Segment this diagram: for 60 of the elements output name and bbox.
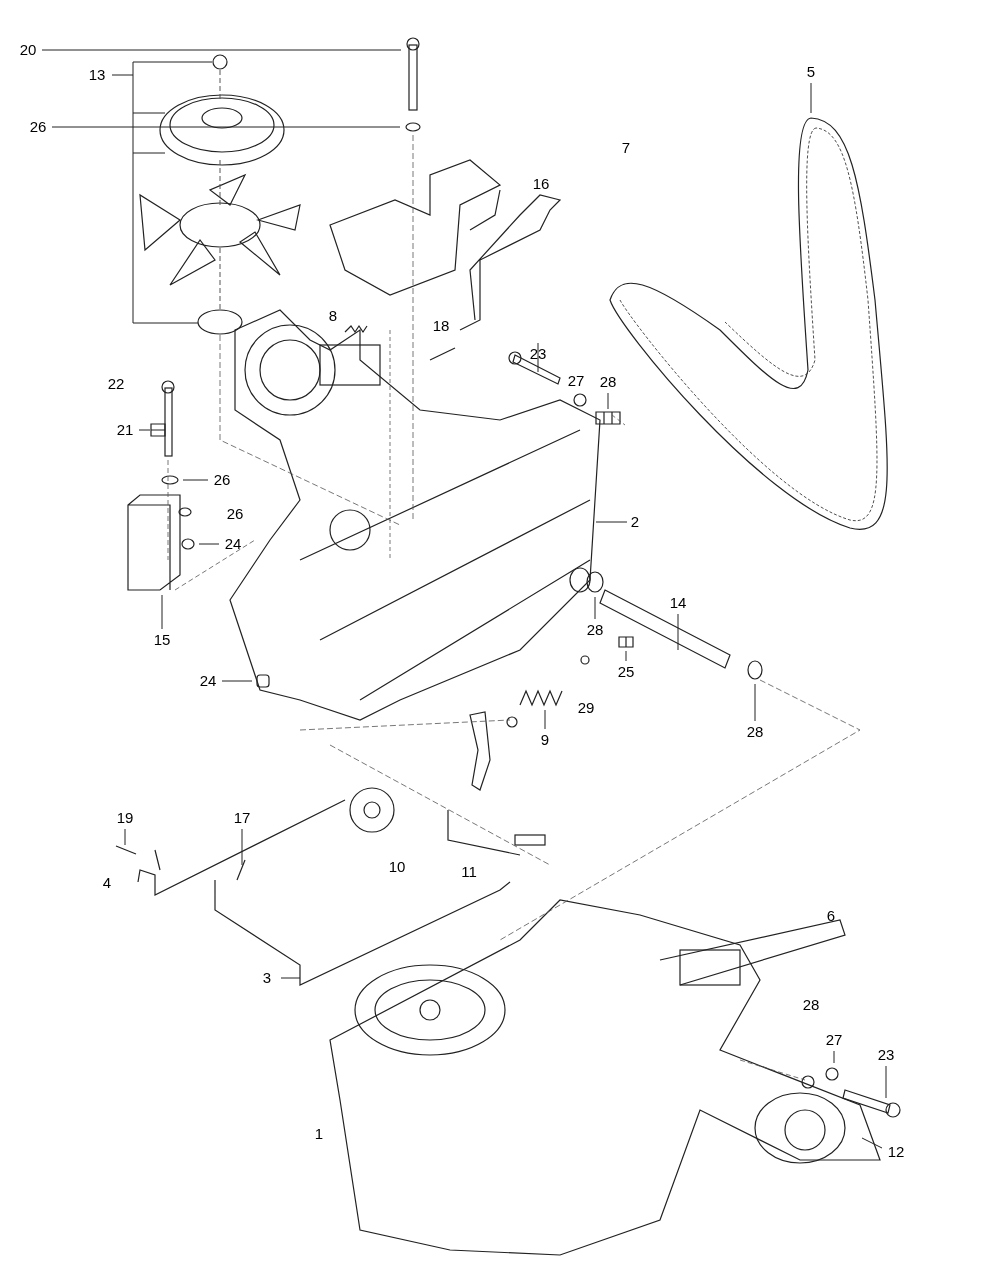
callout-number: 26 [209,470,235,490]
leader-line [221,680,253,682]
callout-number: 26 [225,504,245,524]
callout-number: 9 [532,730,558,750]
leader-line [861,1137,883,1149]
callout-number: 14 [665,593,691,613]
callout-number: 27 [566,371,586,391]
callout-number: 28 [595,372,621,392]
callout-number: 6 [825,906,837,926]
callout-number: 7 [620,138,632,158]
callout-number: 3 [254,968,280,988]
callout-number: 27 [821,1030,847,1050]
leader-line [885,1065,887,1099]
leader-line [111,61,213,324]
callout-number: 17 [229,808,255,828]
leader-line [161,594,163,630]
callout-number: 23 [525,344,551,364]
callout-number: 24 [220,534,246,554]
callout-number: 8 [327,306,339,326]
leader-line [537,342,539,373]
callout-number: 20 [15,40,41,60]
leader-line [594,596,596,620]
leader-line [51,126,401,128]
callout-number: 10 [387,857,407,877]
leader-line [754,683,756,722]
callout-number: 19 [112,808,138,828]
callout-number: 21 [112,420,138,440]
leader-line [280,977,301,979]
callout-number: 29 [576,698,596,718]
leader-line [833,1050,835,1064]
leader-line [241,828,243,866]
leader-line [677,613,679,651]
callout-number: 22 [106,374,126,394]
leader-line [124,828,126,846]
callout-number: 26 [25,117,51,137]
leader-line [544,709,546,730]
leader-line [182,479,209,481]
callout-number: 23 [873,1045,899,1065]
callout-number: 11 [460,862,478,882]
callout-number: 24 [195,671,221,691]
callout-number: 12 [883,1142,909,1162]
leader-line [138,429,151,431]
callout-number: 16 [531,174,551,194]
callout-number: 25 [613,662,639,682]
callout-number: 5 [798,62,824,82]
leader-line [41,49,402,51]
callout-number: 15 [149,630,175,650]
callout-number: 28 [742,722,768,742]
callout-number: 13 [84,65,110,85]
leader-line [607,392,609,410]
callout-number: 4 [101,873,113,893]
callout-number: 28 [582,620,608,640]
callout-number: 2 [622,512,648,532]
callout-number: 1 [313,1124,325,1144]
leader-line [810,82,812,114]
leader-line [595,521,628,523]
callout-number: 28 [801,995,821,1015]
leader-line [625,650,627,662]
leader-line [198,543,220,545]
callout-number: 18 [431,316,451,336]
